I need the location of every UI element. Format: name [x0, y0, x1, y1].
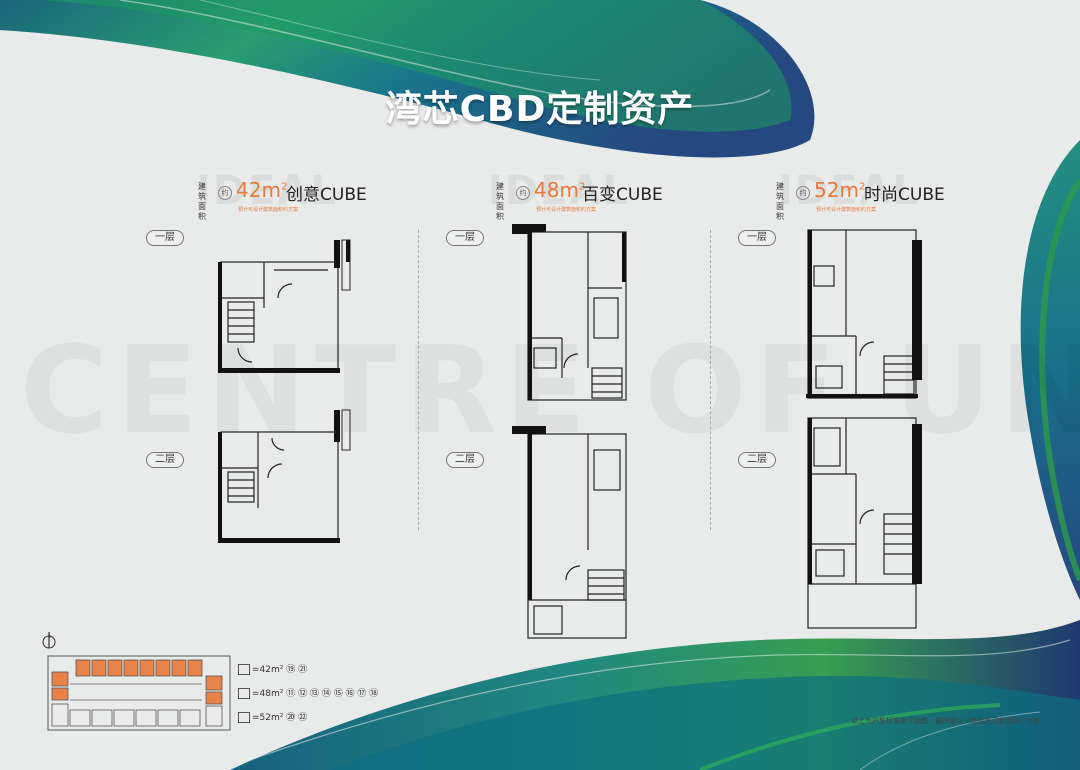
unit-name: 百变CUBE — [582, 185, 663, 205]
area-label: 建筑面积 — [198, 182, 206, 221]
unit-subtitle: 预计可设计建筑面积约方案 — [536, 207, 597, 213]
floor-tag-second: 二层 — [738, 452, 776, 468]
floor-tag-first: 一层 — [446, 230, 484, 246]
legend-codes: ⑳ ㉒ — [286, 713, 308, 723]
key-plan — [47, 655, 231, 731]
disclaimer-text: 以上为户型标准层平面图，最终请以《商品房买卖合同》为准 — [851, 717, 1040, 725]
legend-codes: ⑲ ㉑ — [286, 665, 308, 675]
floor-tag-second: 二层 — [446, 452, 484, 468]
legend-label: =42m² — [252, 665, 284, 675]
legend-swatch — [238, 688, 250, 699]
legend-swatch — [238, 664, 250, 675]
area-label: 建筑面积 — [776, 182, 784, 221]
unit-size: 48m2 — [534, 178, 586, 202]
legend-label: =52m² — [252, 713, 284, 723]
legend-row-52: =52m² ⑳ ㉒ — [238, 710, 307, 723]
column-divider — [710, 230, 711, 530]
approx-badge: 约 — [218, 186, 232, 200]
area-label: 建筑面积 — [496, 182, 504, 221]
unit-size: 42m2 — [236, 178, 288, 202]
floor-tag-first: 一层 — [146, 230, 184, 246]
ideal-mark: IDEAL — [488, 168, 630, 214]
legend-row-48: =48m² ⑪ ⑫ ⑬ ⑭ ⑮ ⑯ ⑰ ⑱ — [238, 686, 378, 699]
approx-badge: 约 — [516, 186, 530, 200]
legend-swatch — [238, 712, 250, 723]
floorplan-48-first — [512, 224, 627, 401]
approx-badge: 约 — [796, 186, 810, 200]
unit-name: 创意CUBE — [286, 185, 367, 205]
floorplan-52-second — [807, 417, 922, 629]
floorplan-42-first — [218, 239, 351, 373]
unit-header-48: 建筑面积 约 48m2 百变CUBE 预计可设计建筑面积约方案 — [496, 178, 696, 221]
unit-header-52: 建筑面积 约 52m2 时尚CUBE 预计可设计建筑面积约方案 — [776, 178, 976, 221]
legend-row-42: =42m² ⑲ ㉑ — [238, 662, 307, 675]
legend-codes: ⑪ ⑫ ⑬ ⑭ ⑮ ⑯ ⑰ ⑱ — [286, 689, 379, 699]
floorplan-42-second — [218, 409, 351, 543]
column-divider — [418, 230, 419, 530]
unit-subtitle: 预计可设计建筑面积约方案 — [238, 207, 299, 213]
legend-label: =48m² — [252, 689, 284, 699]
floor-tag-second: 二层 — [146, 452, 184, 468]
unit-name: 时尚CUBE — [864, 185, 945, 205]
background-watermark: CENTRE OF UNIVERSITY — [20, 322, 1080, 461]
floorplan-48-second — [512, 426, 627, 639]
floorplan-52-first — [806, 229, 922, 399]
north-arrow-icon — [42, 632, 56, 649]
unit-size: 52m2 — [814, 178, 866, 202]
page-title: 湾芯CBD定制资产 — [385, 89, 695, 130]
floor-tag-first: 一层 — [738, 230, 776, 246]
unit-header-42: 建筑面积 约 42m2 创意CUBE 预计可设计建筑面积约方案 — [198, 178, 398, 221]
unit-subtitle: 预计可设计建筑面积约方案 — [816, 207, 877, 213]
